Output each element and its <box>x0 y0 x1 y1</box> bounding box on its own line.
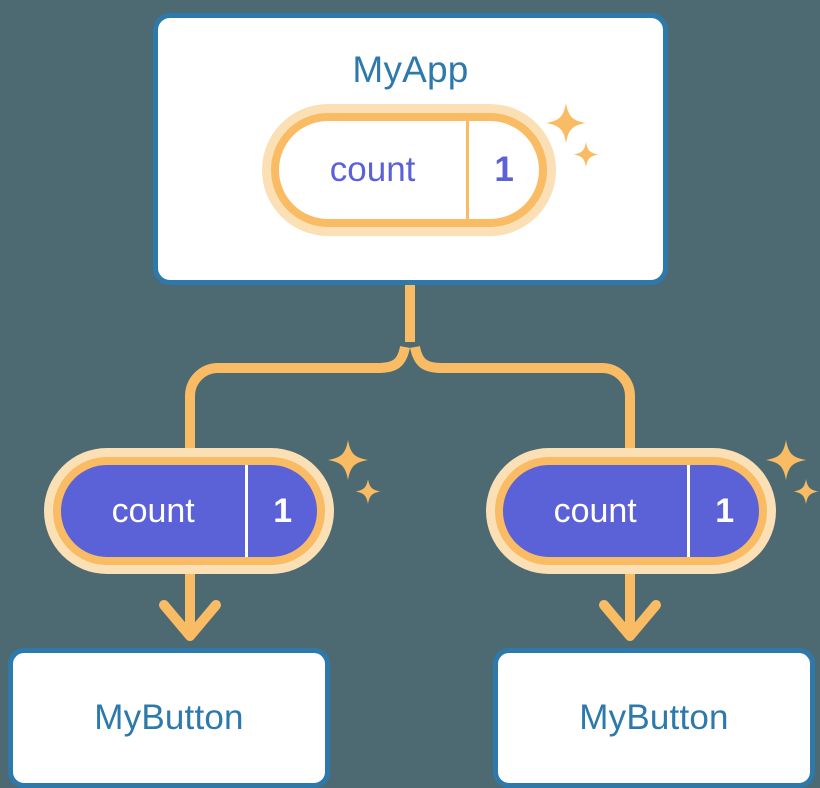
diagram-canvas: MyApp count 1 count 1 count 1 <box>8 13 819 788</box>
component-box-mybutton-right[interactable]: MyButton <box>493 648 815 788</box>
state-pill-body: count 1 <box>271 113 547 227</box>
state-pill-child-right[interactable]: count 1 <box>486 448 776 574</box>
state-key-label: count <box>61 465 249 557</box>
arrow-head-left <box>159 600 221 641</box>
sparkle-large-icon <box>328 440 368 480</box>
state-pill-body: count 1 <box>495 457 767 565</box>
state-key-label: count <box>279 121 470 219</box>
state-value-label: 1 <box>273 491 293 530</box>
sparkle-small-icon <box>793 479 819 504</box>
sparkle-large-icon <box>766 440 806 480</box>
state-key-label: count <box>503 465 691 557</box>
state-pill-child-left[interactable]: count 1 <box>44 448 334 574</box>
page-title: MyApp <box>352 49 469 90</box>
state-pill-myapp[interactable]: count 1 <box>262 104 556 236</box>
state-value-label: 1 <box>494 150 514 189</box>
component-box-mybutton-left[interactable]: MyButton <box>8 648 330 788</box>
state-pill-body: count 1 <box>53 457 325 565</box>
state-value-label: 1 <box>715 491 735 530</box>
arrow-head-right <box>599 600 661 641</box>
component-title-label: MyButton <box>94 698 244 737</box>
sparkle-small-icon <box>355 479 381 504</box>
component-title-label: MyButton <box>579 698 729 737</box>
